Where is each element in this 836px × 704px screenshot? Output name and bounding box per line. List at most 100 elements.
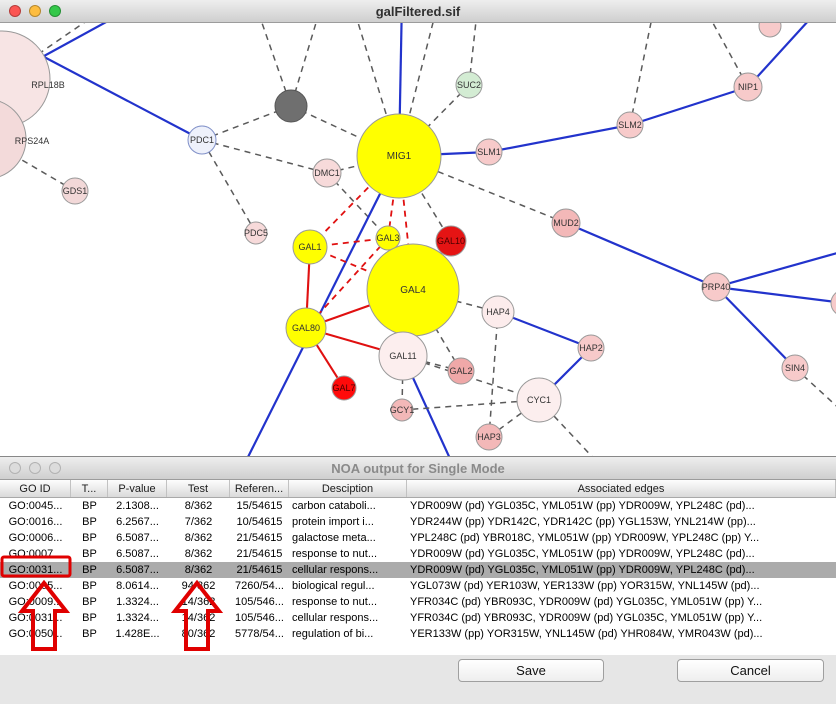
node-RPS24A[interactable] bbox=[0, 99, 27, 179]
node-CYC1[interactable] bbox=[516, 377, 562, 423]
column-header-associated-edges[interactable]: Associated edges bbox=[407, 480, 836, 497]
node-label-SIN4: SIN4 bbox=[785, 363, 805, 373]
table-cell: 21/54615 bbox=[236, 548, 283, 560]
graph-edge[interactable] bbox=[201, 139, 328, 174]
node-PDC5[interactable] bbox=[244, 221, 268, 245]
node-label-HAP3: HAP3 bbox=[477, 432, 501, 442]
traffic-lights-inactive bbox=[9, 462, 61, 474]
noa-window-titlebar[interactable]: NOA output for Single Mode bbox=[0, 457, 836, 480]
graph-edge[interactable] bbox=[245, 155, 400, 456]
node-SLM1[interactable] bbox=[475, 138, 503, 166]
node-label-PRP40: PRP40 bbox=[702, 282, 731, 292]
node-label-CYC1: CYC1 bbox=[527, 395, 551, 405]
graph-edge[interactable] bbox=[629, 23, 655, 126]
graph-edge[interactable] bbox=[488, 311, 499, 438]
table-cell: YPL248C (pd) YBR018C, YML051W (pp) YDR00… bbox=[410, 532, 760, 544]
graph-edge[interactable] bbox=[565, 221, 717, 289]
node-MIG1[interactable] bbox=[356, 113, 442, 199]
close-button-icon[interactable] bbox=[9, 462, 21, 474]
node-HAP3[interactable] bbox=[475, 423, 503, 451]
zoom-button-icon[interactable] bbox=[49, 462, 61, 474]
minimize-button-icon[interactable] bbox=[29, 462, 41, 474]
node-GAL7[interactable] bbox=[331, 375, 357, 401]
node-label-NIP1: NIP1 bbox=[738, 82, 758, 92]
graph-edge[interactable] bbox=[497, 310, 592, 350]
node-NIP1[interactable] bbox=[733, 72, 763, 102]
graph-edge[interactable] bbox=[398, 84, 470, 157]
graph-edge[interactable] bbox=[715, 285, 836, 304]
column-header-t[interactable]: T... bbox=[71, 480, 108, 497]
node-REN[interactable] bbox=[830, 290, 836, 316]
column-header-go-id[interactable]: GO ID bbox=[0, 480, 71, 497]
graph-edge[interactable] bbox=[401, 399, 540, 411]
node-GAL11[interactable] bbox=[378, 331, 428, 381]
cancel-button[interactable]: Cancel bbox=[677, 659, 824, 682]
save-button[interactable]: Save bbox=[458, 659, 604, 682]
node-PDC1[interactable] bbox=[187, 125, 217, 155]
column-header-p-value[interactable]: P-value bbox=[108, 480, 167, 497]
graph-edge[interactable] bbox=[255, 23, 292, 107]
graph-edge[interactable] bbox=[468, 23, 478, 86]
node-GDS1[interactable] bbox=[61, 177, 89, 205]
graph-edge[interactable] bbox=[290, 23, 322, 107]
table-cell: 8/362 bbox=[184, 548, 213, 560]
node-SIN4[interactable] bbox=[781, 354, 809, 382]
graph-edge[interactable] bbox=[326, 172, 389, 239]
node-HAP2[interactable] bbox=[577, 334, 605, 362]
traffic-lights bbox=[9, 5, 61, 17]
node-MUD2[interactable] bbox=[551, 208, 581, 238]
node-label-GAL3: GAL3 bbox=[376, 233, 399, 243]
network-graph[interactable]: RPL18BRPS24AGDS1PDC1DMC1MIG1SUC2SLM1SLM2… bbox=[0, 23, 836, 456]
node-label-GAL11: GAL11 bbox=[389, 351, 416, 361]
graph-edge[interactable] bbox=[201, 139, 257, 234]
close-button-icon[interactable] bbox=[9, 5, 21, 17]
node-GAL1[interactable] bbox=[292, 229, 328, 265]
graph-edge[interactable] bbox=[398, 155, 567, 224]
graph-edge[interactable] bbox=[794, 367, 836, 423]
graph-edge[interactable] bbox=[488, 123, 631, 154]
node-HUB[interactable] bbox=[274, 89, 308, 123]
node-GAL3[interactable] bbox=[375, 225, 401, 251]
graph-window-titlebar[interactable]: galFiltered.sif bbox=[0, 0, 836, 23]
table-cell: BP bbox=[82, 500, 97, 512]
node-TRN[interactable] bbox=[758, 23, 782, 38]
node-label-GAL80: GAL80 bbox=[292, 323, 320, 333]
table-cell: 6.5087... bbox=[116, 564, 159, 576]
minimize-button-icon[interactable] bbox=[29, 5, 41, 17]
node-PRP40[interactable] bbox=[701, 272, 731, 302]
node-label-GAL7: GAL7 bbox=[332, 383, 355, 393]
table-cell: BP bbox=[82, 580, 97, 592]
table-cell: 8/362 bbox=[184, 564, 213, 576]
graph-edge[interactable] bbox=[702, 23, 749, 88]
graph-edge[interactable] bbox=[747, 23, 820, 88]
table-cell: 105/546... bbox=[235, 612, 284, 624]
column-header-test[interactable]: Test bbox=[167, 480, 230, 497]
node-DMC1[interactable] bbox=[312, 158, 342, 188]
graph-edge[interactable] bbox=[629, 85, 749, 127]
column-header-referen[interactable]: Referen... bbox=[230, 480, 289, 497]
node-HAP4[interactable] bbox=[481, 295, 515, 329]
zoom-button-icon[interactable] bbox=[49, 5, 61, 17]
column-header-desciption[interactable]: Desciption bbox=[289, 480, 407, 497]
node-GCY1[interactable] bbox=[390, 398, 414, 422]
node-SUC2[interactable] bbox=[455, 71, 483, 99]
node-GAL80[interactable] bbox=[285, 307, 327, 349]
graph-edge[interactable] bbox=[715, 248, 836, 289]
graph-edge[interactable] bbox=[715, 286, 796, 369]
node-SLM2[interactable] bbox=[616, 111, 644, 139]
node-GAL2[interactable] bbox=[447, 357, 475, 385]
node-GAL10[interactable] bbox=[435, 225, 467, 257]
